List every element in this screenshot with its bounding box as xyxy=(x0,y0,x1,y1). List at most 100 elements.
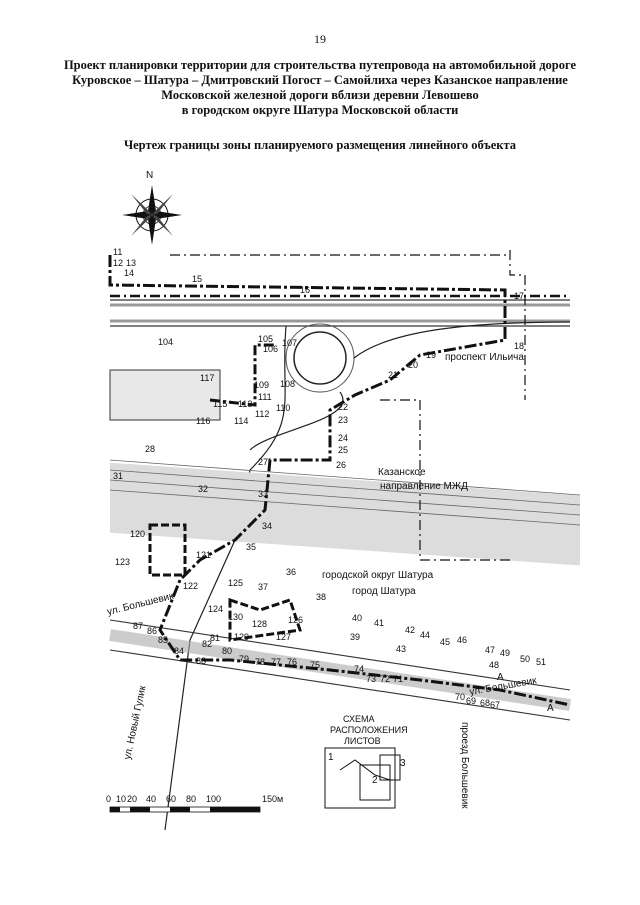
title-line: в городском округе Шатура Московской обл… xyxy=(181,103,459,117)
zone-boundary-inner xyxy=(209,343,275,407)
boundary-point-116: 116 xyxy=(196,416,210,426)
boundary-point-31: 31 xyxy=(113,471,123,481)
boundary-point-28: 28 xyxy=(145,444,155,454)
sheet-number: 1 xyxy=(328,752,334,763)
boundary-point-112: 112 xyxy=(255,409,269,419)
boundary-point-75: 75 xyxy=(310,660,320,670)
zone-boundary-plot xyxy=(148,523,187,577)
boundary-point-37: 37 xyxy=(258,582,268,592)
boundary-point-67: 67 xyxy=(490,700,500,710)
boundary-point-122: 122 xyxy=(183,581,198,591)
boundary-point-26: 26 xyxy=(336,460,346,470)
boundary-point-104: 104 xyxy=(158,337,173,347)
title-line: Московской железной дороги вблизи деревн… xyxy=(161,88,479,102)
territory-boundary xyxy=(380,250,526,561)
boundary-point-18: 18 xyxy=(514,341,524,351)
boundary-point-20: 20 xyxy=(408,360,418,370)
title-line: Проект планировки территории для строите… xyxy=(63,58,577,72)
boundary-point-107: 107 xyxy=(282,338,297,348)
boundary-point-71: 71 xyxy=(393,674,403,684)
sheet-layout-scheme xyxy=(324,747,401,809)
boundary-point-49: 49 xyxy=(500,648,510,658)
boundary-point-51: 51 xyxy=(536,657,546,667)
drawing-subtitle: Чертеж границы зоны планируемого размеще… xyxy=(123,138,517,152)
boundary-point-36: 36 xyxy=(286,567,296,577)
boundary-point-111: 111 xyxy=(258,392,272,402)
compass-rose-icon xyxy=(122,185,182,245)
boundary-point-120: 120 xyxy=(130,529,145,539)
boundary-point-27: 27 xyxy=(258,457,268,467)
document-title: Проект планировки территории для строите… xyxy=(40,58,600,118)
boundary-point-32: 32 xyxy=(198,484,208,494)
boundary-point-129: 129 xyxy=(234,632,249,642)
scale-tick: 20 xyxy=(127,794,137,804)
boundary-point-114: 114 xyxy=(234,416,248,426)
city-label: город Шатура xyxy=(352,586,416,597)
boundary-point-34: 34 xyxy=(262,521,272,531)
boundary-point-81: 81 xyxy=(210,633,220,643)
boundary-point-41: 41 xyxy=(374,618,384,628)
boundary-point-43: 43 xyxy=(396,644,406,654)
boundary-point-12: 12 xyxy=(113,258,123,268)
boundary-point-38: 38 xyxy=(316,592,326,602)
boundary-point-42: 42 xyxy=(405,625,415,635)
scale-tick: 80 xyxy=(186,794,196,804)
sheet-number: 3 xyxy=(400,758,406,769)
scheme-label: ЛИСТОВ xyxy=(344,736,381,746)
boundary-point-44: 44 xyxy=(420,630,430,640)
sheet-number: 2 xyxy=(372,775,378,786)
boundary-point-84: 84 xyxy=(174,646,184,656)
boundary-point-11: 11 xyxy=(113,247,122,257)
scale-tick: 10 xyxy=(116,794,126,804)
boundary-point-123: 123 xyxy=(115,557,130,567)
boundary-point-130: 130 xyxy=(228,612,243,622)
scale-end-label: 150м xyxy=(262,794,283,804)
boundary-point-22: 22 xyxy=(338,402,348,412)
boundary-point-106: 106 xyxy=(263,344,278,354)
scale-tick: 40 xyxy=(146,794,156,804)
boundary-point-87: 87 xyxy=(133,621,143,631)
boundary-point-33: 33 xyxy=(258,489,268,499)
boundary-point-48: 48 xyxy=(489,660,499,670)
highway xyxy=(110,294,570,327)
scheme-label: РАСПОЛОЖЕНИЯ xyxy=(330,725,408,735)
boundary-point-128: 128 xyxy=(252,619,267,629)
title-line: Куровское – Шатура – Дмитровский Погост … xyxy=(72,73,568,87)
boundary-point-16: 16 xyxy=(300,285,310,295)
boundary-point-113: 113 xyxy=(238,399,252,409)
planning-map: N 1 2 3 СХЕМА РАСПОЛОЖЕНИЯ ЛИ xyxy=(106,170,581,830)
boundary-point-13: 13 xyxy=(126,258,136,268)
boundary-point-40: 40 xyxy=(352,613,362,623)
boundary-point-127: 127 xyxy=(276,632,291,642)
boundary-point-21: 21 xyxy=(388,370,398,380)
boundary-point-83: 83 xyxy=(196,656,206,666)
boundary-point-82: 82 xyxy=(202,639,212,649)
boundary-point-85: 85 xyxy=(158,635,168,645)
boundary-point-110: 110 xyxy=(276,403,290,413)
boundary-point-25: 25 xyxy=(338,445,348,455)
scheme-label: СХЕМА xyxy=(343,714,375,724)
boundary-point-72: 72 xyxy=(380,674,390,684)
railway xyxy=(109,459,581,566)
boundary-point-24: 24 xyxy=(338,433,348,443)
street-bolshevik xyxy=(109,619,571,721)
boundary-point-80: 80 xyxy=(222,646,232,656)
boundary-point-77: 77 xyxy=(271,657,281,667)
boundary-point-73: 73 xyxy=(366,674,376,684)
zone-boundary xyxy=(108,255,571,707)
section-label: А xyxy=(547,703,554,714)
boundary-point-45: 45 xyxy=(440,637,450,647)
boundary-point-46: 46 xyxy=(457,635,467,645)
boundary-point-50: 50 xyxy=(520,654,530,664)
boundary-point-74: 74 xyxy=(354,664,364,674)
boundary-point-121: 121 xyxy=(196,550,211,560)
street-label: проезд Большевик xyxy=(459,722,470,809)
boundary-point-14: 14 xyxy=(124,268,134,278)
boundary-point-125: 125 xyxy=(228,578,243,588)
boundary-point-15: 15 xyxy=(192,274,202,284)
scale-tick: 0 xyxy=(106,794,111,804)
boundary-point-79: 79 xyxy=(239,654,249,664)
boundary-point-108: 108 xyxy=(280,379,295,389)
scale-tick: 60 xyxy=(166,794,176,804)
district-label: городской округ Шатура xyxy=(322,570,434,581)
